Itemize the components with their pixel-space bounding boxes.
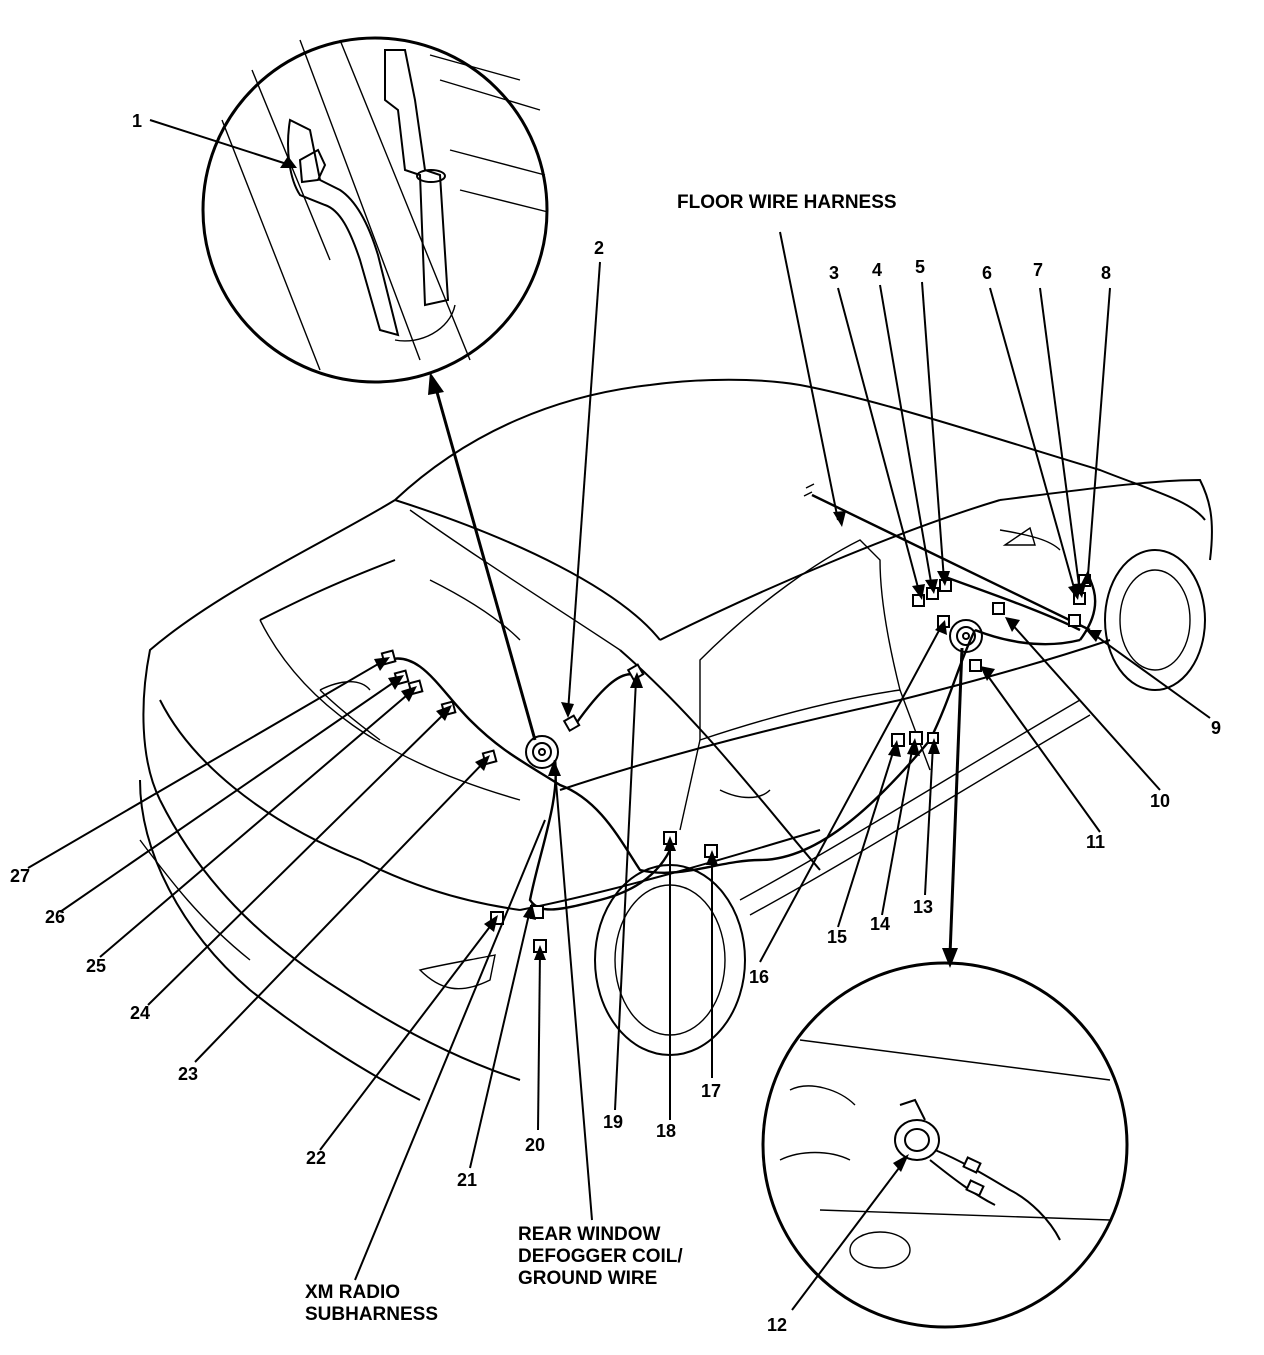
callout-numbers: 1 2 3 4 5 6 7 8 9 10 11 12 13 14 15 16 1… <box>10 111 1221 1335</box>
car-body <box>139 378 1213 1101</box>
wire-harness <box>387 483 1097 911</box>
callout-18: 18 <box>656 1121 676 1141</box>
callout-6: 6 <box>982 263 992 283</box>
xm-radio-subharness-label-line1: XM RADIO <box>305 1282 400 1303</box>
xm-radio-subharness-label-line2: SUBHARNESS <box>305 1304 438 1325</box>
callout-16: 16 <box>749 967 769 987</box>
detail-view-top <box>201 36 549 384</box>
caption-labels: FLOOR WIRE HARNESS REAR WINDOW DEFOGGER … <box>305 192 897 1325</box>
callout-27: 27 <box>10 866 30 886</box>
callout-15: 15 <box>827 927 847 947</box>
callout-22: 22 <box>306 1148 326 1168</box>
callout-23: 23 <box>178 1064 198 1084</box>
callout-1: 1 <box>132 111 142 131</box>
callout-4: 4 <box>872 260 882 280</box>
callout-7: 7 <box>1033 260 1043 280</box>
floor-wire-harness-label: FLOOR WIRE HARNESS <box>677 192 897 213</box>
rear-window-defogger-label-line2: DEFOGGER COIL/ <box>518 1246 683 1267</box>
arrowheads <box>280 156 1102 1172</box>
callout-3: 3 <box>829 263 839 283</box>
callout-21: 21 <box>457 1170 477 1190</box>
callout-19: 19 <box>603 1112 623 1132</box>
connectors <box>380 574 1091 953</box>
callout-9: 9 <box>1211 718 1221 738</box>
callout-11: 11 <box>1086 832 1105 852</box>
callout-24: 24 <box>130 1003 150 1023</box>
callout-2: 2 <box>594 238 604 258</box>
callout-26: 26 <box>45 907 65 927</box>
callout-25: 25 <box>86 956 106 976</box>
detail-view-bottom <box>761 961 1129 1329</box>
callout-5: 5 <box>915 257 925 277</box>
callout-14: 14 <box>870 914 890 934</box>
callout-13: 13 <box>913 897 933 917</box>
callout-17: 17 <box>701 1081 721 1101</box>
callout-8: 8 <box>1101 263 1111 283</box>
rear-window-defogger-label-line1: REAR WINDOW <box>518 1224 661 1245</box>
leader-lines <box>27 119 1211 1311</box>
rear-window-defogger-label-line3: GROUND WIRE <box>518 1268 657 1289</box>
callout-12: 12 <box>767 1315 787 1335</box>
callout-20: 20 <box>525 1135 545 1155</box>
callout-10: 10 <box>1150 791 1170 811</box>
